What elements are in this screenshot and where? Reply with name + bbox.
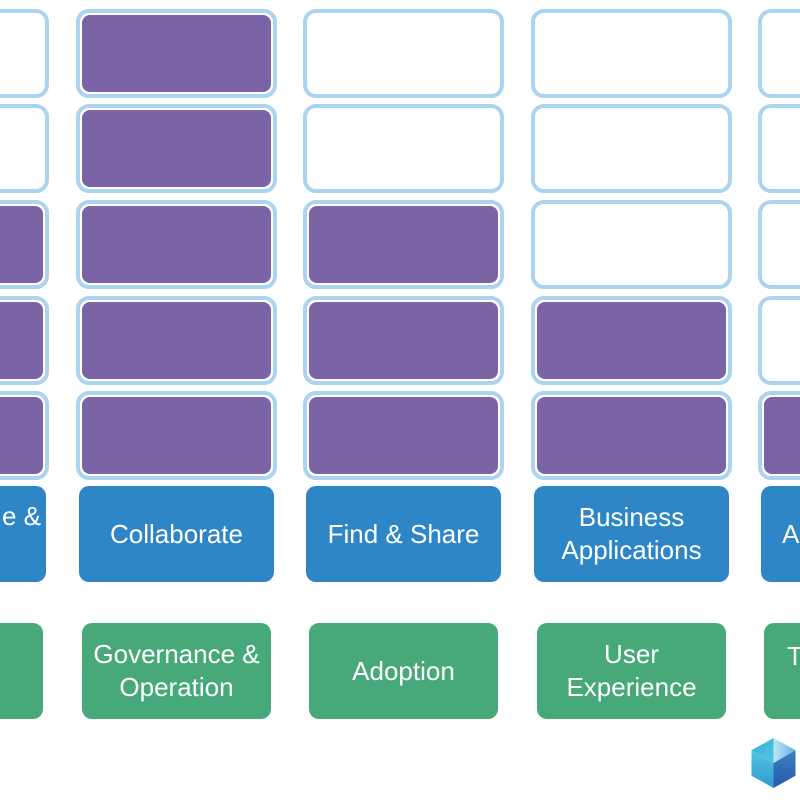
business-applications-level-2-box xyxy=(531,104,732,193)
collaborate-level-3-box xyxy=(76,200,277,289)
empty-box-indicator xyxy=(764,302,800,379)
business-applications-foundation-label: User Experience xyxy=(537,623,726,719)
column-5-cropped-foundation-label: Te xyxy=(764,623,800,719)
filled-box-indicator xyxy=(82,206,271,283)
filled-box-indicator xyxy=(0,206,43,283)
empty-box-indicator xyxy=(309,15,498,92)
cube-left-facet xyxy=(751,750,774,788)
empty-box-indicator xyxy=(537,110,726,187)
column-column-5-cropped: A Te xyxy=(758,0,800,800)
column-1-cropped-level-1-box xyxy=(0,9,49,98)
collaborate-level-1-box xyxy=(76,9,277,98)
column-1-cropped-level-3-box xyxy=(0,200,49,289)
filled-box-indicator xyxy=(82,110,271,187)
collaborate-category-label: Collaborate xyxy=(79,486,274,582)
empty-box-indicator xyxy=(764,110,800,187)
business-applications-level-3-box xyxy=(531,200,732,289)
empty-box-indicator xyxy=(537,15,726,92)
column-1-cropped-foundation-label xyxy=(0,623,43,719)
empty-box-indicator xyxy=(764,206,800,283)
filled-box-indicator xyxy=(537,302,726,379)
column-1-cropped-level-4-box xyxy=(0,296,49,385)
empty-box-indicator xyxy=(764,15,800,92)
filled-box-indicator xyxy=(537,397,726,474)
find-share-level-1-box xyxy=(303,9,504,98)
business-applications-level-5-box xyxy=(531,391,732,480)
business-applications-category-label: Business Applications xyxy=(534,486,729,582)
column-1-cropped-level-2-box xyxy=(0,104,49,193)
column-5-cropped-level-2-box xyxy=(758,104,800,193)
business-applications-level-4-box xyxy=(531,296,732,385)
find-share-level-3-box xyxy=(303,200,504,289)
cube-top-right-facet xyxy=(773,738,796,763)
business-applications-level-1-box xyxy=(531,9,732,98)
column-5-cropped-category-label: A xyxy=(761,486,800,582)
column-column-1-cropped: e & xyxy=(0,0,49,800)
collaborate-level-2-box xyxy=(76,104,277,193)
column-1-cropped-category-label: e & xyxy=(0,486,46,582)
empty-box-indicator xyxy=(0,15,43,92)
filled-box-indicator xyxy=(309,397,498,474)
column-5-cropped-level-5-box xyxy=(758,391,800,480)
filled-box-indicator xyxy=(82,302,271,379)
collaborate-level-5-box xyxy=(76,391,277,480)
find-share-level-5-box xyxy=(303,391,504,480)
find-share-level-2-box xyxy=(303,104,504,193)
find-share-foundation-label: Adoption xyxy=(309,623,498,719)
filled-box-indicator xyxy=(0,397,43,474)
column-5-cropped-level-1-box xyxy=(758,9,800,98)
empty-box-indicator xyxy=(0,110,43,187)
filled-box-indicator xyxy=(764,397,800,474)
collaborate-foundation-label: Governance & Operation xyxy=(82,623,271,719)
find-share-level-4-box xyxy=(303,296,504,385)
find-share-category-label: Find & Share xyxy=(306,486,501,582)
column-5-cropped-level-4-box xyxy=(758,296,800,385)
column-5-cropped-level-3-box xyxy=(758,200,800,289)
cube-logo-icon xyxy=(751,738,796,788)
collaborate-level-4-box xyxy=(76,296,277,385)
cube-top-left-facet xyxy=(751,738,774,763)
filled-box-indicator xyxy=(0,302,43,379)
empty-box-indicator xyxy=(309,110,498,187)
filled-box-indicator xyxy=(309,302,498,379)
filled-box-indicator xyxy=(309,206,498,283)
empty-box-indicator xyxy=(537,206,726,283)
filled-box-indicator xyxy=(82,397,271,474)
filled-box-indicator xyxy=(82,15,271,92)
column-1-cropped-level-5-box xyxy=(0,391,49,480)
cube-right-facet xyxy=(773,750,796,788)
